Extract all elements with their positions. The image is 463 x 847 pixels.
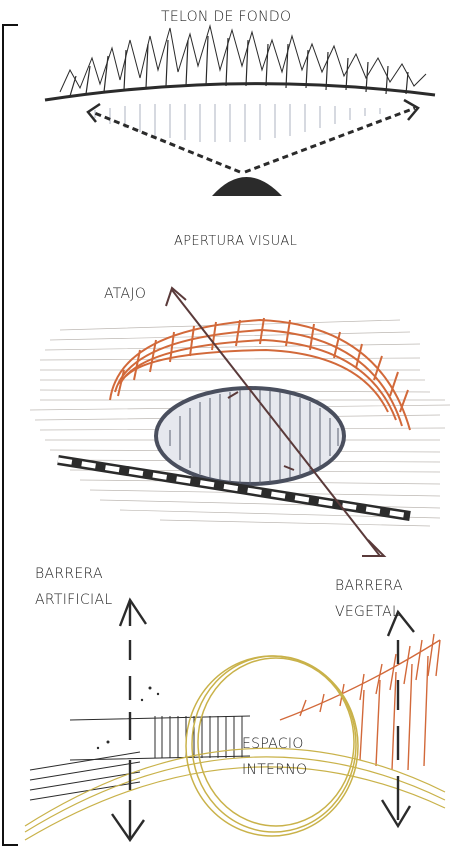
barrier-arrows	[112, 600, 414, 840]
viewer-mound	[212, 177, 282, 196]
view-arrows	[92, 108, 415, 172]
label-apertura-visual: APERTURA VISUAL	[174, 233, 297, 250]
label-barrera-vegetal-line1: BARRERA	[335, 578, 403, 595]
label-barrera-artificial-line1: BARRERA	[35, 566, 103, 583]
label-espacio-interno-line2: INTERNO	[242, 762, 307, 779]
label-telon-de-fondo: TELON DE FONDO	[161, 9, 291, 26]
label-atajo: ATAJO	[104, 286, 146, 303]
label-barrera-vegetal-line2: VEGETAL	[335, 604, 400, 621]
view-arrowheads	[88, 100, 418, 122]
view-fan-hatch	[95, 104, 380, 142]
background-curtain	[45, 26, 435, 100]
label-barrera-artificial-line2: ARTIFICIAL	[35, 592, 112, 609]
label-espacio-interno-line1: ESPACIO	[242, 736, 304, 753]
ground-curves	[25, 748, 445, 840]
